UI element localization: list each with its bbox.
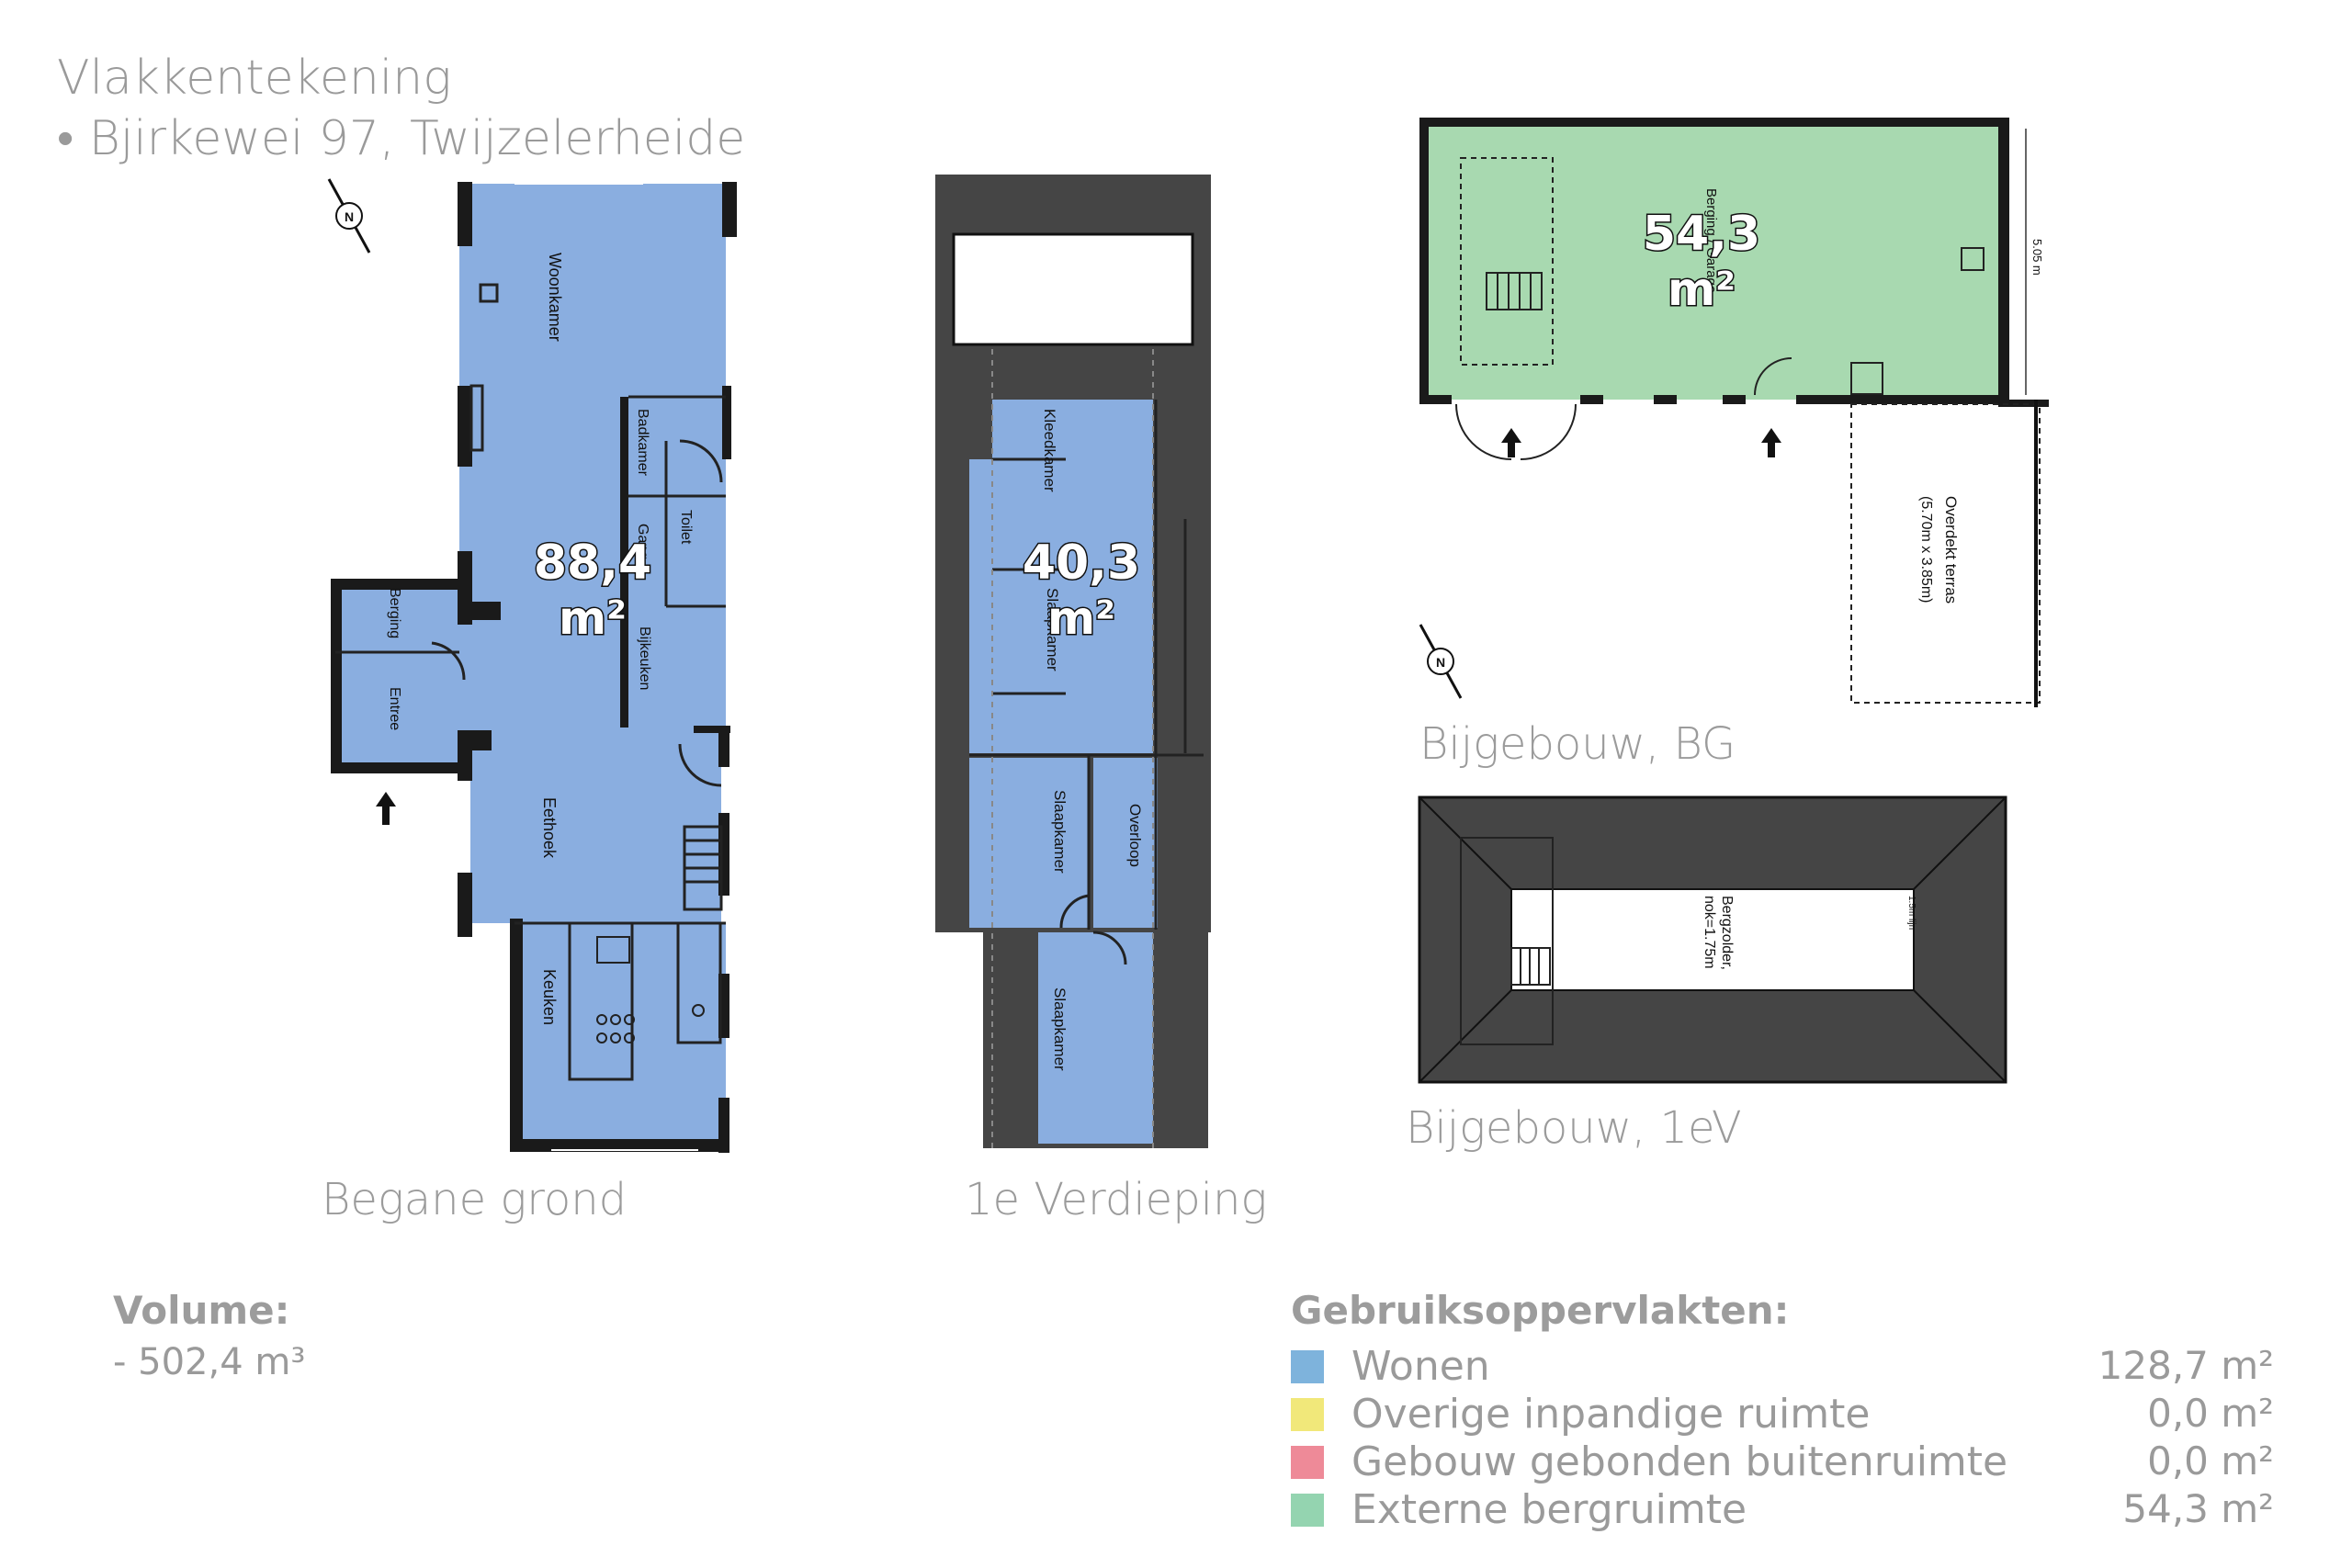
legend-label: Overige inpandige ruimte	[1351, 1391, 1871, 1438]
room-label-overloop: Overloop	[1126, 804, 1144, 867]
usage-heading: Gebruiksoppervlakten:	[1291, 1288, 1790, 1333]
first-floor-plan: Kleedkamer Slaapkamer Slaapkamer Overloo…	[935, 175, 1211, 1148]
room-label-bijkeuken: Bijkeuken	[637, 626, 652, 690]
north-compass-icon: N	[1419, 624, 1463, 699]
first-floor-area-unit: m²	[1047, 592, 1115, 645]
ground-floor-windows	[514, 183, 698, 1151]
legend-swatch-wonen	[1291, 1350, 1324, 1383]
legend-value: 128,7 m²	[2098, 1343, 2274, 1388]
entrance-annex-area	[335, 586, 464, 770]
room-label-terras-size: (5.70m x 3.85m)	[1918, 496, 1934, 603]
ground-floor-area-unit: m²	[559, 592, 627, 645]
first-floor-interior-lines	[969, 400, 1204, 965]
legend-swatch-buitenruimte	[1291, 1446, 1324, 1479]
entrance-arrow-icon	[1501, 428, 1521, 457]
annex-dimension-label: 5.05 m	[2030, 239, 2044, 276]
svg-text:N: N	[1436, 655, 1445, 670]
room-label-bergzolder: Bergzolder,	[1719, 896, 1735, 970]
annex-area-unit: m²	[1668, 263, 1736, 316]
room-label-keuken: Keuken	[540, 969, 559, 1025]
legend-row-wonen: Wonen 128,7 m²	[1291, 1343, 2274, 1391]
ground-floor-interior-lines	[335, 283, 726, 1081]
room-label-toilet: Toilet	[678, 510, 694, 545]
legend-value: 0,0 m²	[2147, 1438, 2274, 1483]
title-line: Vlakkentekening	[57, 51, 452, 106]
first-floor-void	[952, 232, 1194, 346]
legend-row-buitenruimte: Gebouw gebonden buitenruimte 0,0 m²	[1291, 1438, 2274, 1486]
kitchen-appliances	[596, 936, 705, 1043]
ground-floor-plan: Woonkamer Badkamer Gang Toilet Berging E…	[327, 178, 737, 1153]
room-label-berging: Berging	[387, 588, 402, 638]
room-label-eethoek: Eethoek	[540, 797, 559, 859]
legend-row-bergruimte: Externe bergruimte 54,3 m²	[1291, 1486, 2274, 1534]
room-label-woonkamer: Woonkamer	[546, 253, 564, 342]
caption-eerste-verdieping: 1e Verdieping	[965, 1174, 1268, 1225]
legend-label: Gebouw gebonden buitenruimte	[1351, 1438, 2008, 1485]
legend-value: 0,0 m²	[2147, 1391, 2274, 1436]
volume-value: - 502,4 m³	[113, 1341, 306, 1383]
legend-row-overige: Overige inpandige ruimte 0,0 m²	[1291, 1391, 2274, 1438]
legend-swatch-overige	[1291, 1398, 1324, 1431]
north-compass-icon: N	[327, 178, 371, 254]
covered-terrace-outline	[1850, 403, 2041, 704]
room-label-annex-berging: Berging / Garage	[1703, 188, 1719, 293]
annex-first-plan: Bergzolder, nok=1.75m 1.5m lijn	[1418, 795, 2007, 1084]
caption-bijgebouw-bg: Bijgebouw, BG	[1419, 718, 1736, 770]
room-label-gang: Gang	[635, 524, 650, 559]
attic-storage-area	[1510, 888, 1915, 991]
legend-label: Wonen	[1351, 1343, 1490, 1390]
room-label-slaapkamer-3: Slaapkamer	[1051, 987, 1069, 1071]
annex-storage-area	[1424, 124, 2003, 400]
volume-heading: Volume:	[113, 1288, 290, 1333]
entrance-arrow-icon	[376, 792, 396, 825]
room-label-slaapkamer-2: Slaapkamer	[1051, 790, 1069, 874]
legend-swatch-bergruimte	[1291, 1494, 1324, 1527]
room-label-entree: Entree	[387, 687, 402, 730]
first-floor-area-value: 40,3	[1023, 536, 1140, 591]
plan-title: Vlakkentekening • Bjirkewei 97, Twijzele…	[57, 48, 745, 169]
caption-bijgebouw-1ev: Bijgebouw, 1eV	[1406, 1102, 1742, 1154]
ground-floor-walls	[331, 182, 737, 1153]
legend-label: Externe bergruimte	[1351, 1486, 1747, 1533]
annex-ground-plan: 5.05 m Berging / Garage Overdekt terras …	[1419, 118, 2049, 707]
room-label-kleedkamer: Kleedkamer	[1041, 409, 1058, 492]
room-label-lijn: 1.5m lijn	[1906, 896, 1917, 930]
ground-floor-area-value: 88,4	[534, 536, 651, 591]
address-line: • Bjirkewei 97, Twijzelerheide	[57, 111, 746, 166]
ground-floor-living-area	[459, 184, 726, 1148]
room-label-badkamer: Badkamer	[635, 409, 650, 477]
svg-text:N: N	[345, 209, 354, 224]
room-label-nok: nok=1.75m	[1702, 896, 1717, 969]
room-label-slaapkamer-main: Slaapkamer	[1044, 588, 1061, 671]
legend-value: 54,3 m²	[2122, 1486, 2274, 1531]
room-label-terras: Overdekt terras	[1942, 496, 1960, 604]
caption-begane-grond: Begane grond	[322, 1174, 628, 1225]
entrance-arrow-icon	[1761, 428, 1781, 457]
annex-area-value: 54,3	[1643, 207, 1760, 262]
